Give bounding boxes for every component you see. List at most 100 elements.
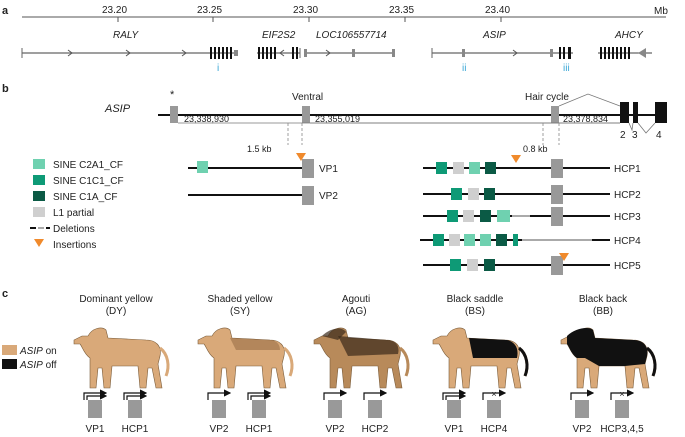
transcription-arrow: [323, 389, 348, 400]
haplotype-label: HCP1: [614, 164, 641, 175]
dog-illustration: [432, 327, 529, 389]
exon-4: [655, 102, 667, 123]
legend-swatch-c2a1: [33, 159, 45, 169]
promoter-schematic: HCP2: [362, 389, 389, 435]
promoter-schematic: VP1: [442, 389, 467, 435]
legend-label: SINE C2A1_CF: [53, 160, 123, 171]
asip-off-label: ASIP off: [19, 360, 57, 371]
gene-label-ahcy: AHCY: [614, 30, 644, 41]
asip-off-swatch: [2, 359, 17, 369]
off-cross-icon: ×: [491, 389, 496, 399]
panel-b: b ASIP * Ventral Hair cycle 23,338,930 2…: [2, 83, 667, 275]
legend-label: L1 partial: [53, 208, 94, 219]
tick-label: 23.30: [293, 5, 318, 16]
phenotype-name: Dominant yellow: [79, 294, 153, 305]
panel-b-legend: SINE C2A1_CF SINE C1C1_CF SINE C1A_CF L1…: [30, 159, 124, 251]
legend-swatch-c1c1: [33, 175, 45, 185]
exon-3: [633, 102, 638, 123]
dog-tail: [159, 346, 170, 377]
legend-gene: ASIP: [19, 360, 43, 371]
splice-connectors: [178, 93, 656, 134]
black-tail: [646, 346, 657, 377]
phenotype-code: (SY): [230, 306, 250, 317]
transcription-arrow: [363, 389, 388, 400]
legend-gene: ASIP: [19, 346, 43, 357]
agouti-head: [322, 328, 346, 340]
distance-vp: 1.5 kb: [247, 144, 272, 154]
tick-label: 23.40: [485, 5, 510, 16]
promoter-box: [128, 400, 142, 418]
exon-label-3: 3: [632, 130, 638, 141]
dog-tail: [399, 346, 410, 377]
promoter-schematic: ×HCP3,4,5: [600, 389, 644, 435]
panel-a-label: a: [2, 5, 9, 17]
phenotype-name: Black back: [579, 294, 628, 305]
legend-swatch-l1: [33, 207, 45, 217]
haplotype-label: HCP2: [362, 424, 389, 435]
promoter-box: [447, 400, 461, 418]
asip-gene-label: ASIP: [104, 103, 131, 115]
promoter-box: [368, 400, 382, 418]
hair-cycle-label: Hair cycle: [525, 92, 569, 103]
promoter-schematic: VP2: [323, 389, 348, 435]
gene-asip: [431, 47, 573, 59]
phenotype-name: Shaded yellow: [207, 294, 273, 305]
gene-label-loc: LOC106557714: [316, 30, 387, 41]
panel-c-label: c: [2, 288, 8, 300]
vp2-haplotype: VP2: [188, 186, 338, 205]
haplotype-label: VP1: [445, 424, 464, 435]
panel-a: a Mb 23.20 23.25 23.30 23.35 23.40 RALY …: [2, 5, 668, 74]
dog-illustration: [73, 327, 170, 389]
transcription-arrow: [250, 392, 272, 400]
vp1-haplotype: VP1: [188, 153, 338, 178]
hcp1-haplotype: HCP1: [423, 155, 641, 178]
hcp5-haplotype: HCP5: [423, 253, 641, 275]
black-tail: [518, 346, 529, 377]
transcription-arrow: [126, 392, 148, 400]
gene-loc106557714: [304, 49, 395, 57]
marker-iii: iii: [563, 63, 570, 74]
zoom-lines: [287, 123, 560, 145]
haplotype-label: VP2: [319, 191, 338, 202]
asip-on-label: ASIP on: [19, 346, 57, 357]
phenotype-column: Black back(BB) VP2×HCP3,4,5: [560, 294, 657, 435]
gene-label-asip: ASIP: [482, 30, 506, 41]
promoter-schematic: VP2: [570, 389, 595, 435]
promoter-schematic: HCP1: [122, 389, 149, 435]
legend-swatch-c1a: [33, 191, 45, 201]
legend-label: Deletions: [53, 224, 95, 235]
panel-b-label: b: [2, 83, 9, 95]
transcription-arrow: [247, 389, 272, 400]
haplotype-label: HCP1: [122, 424, 149, 435]
transcription-arrow: [207, 389, 232, 400]
haplotype-label: HCP2: [614, 190, 641, 201]
promoter-box: [615, 400, 629, 418]
haplotype-label: VP2: [326, 424, 345, 435]
promoter-box: [328, 400, 342, 418]
legend-label: SINE C1A_CF: [53, 192, 117, 203]
black-saddle: [469, 338, 518, 358]
phenotype-code: (BS): [465, 306, 485, 317]
legend-state: on: [43, 346, 57, 357]
transcription-arrow: [86, 392, 108, 400]
phenotype-code: (BB): [593, 306, 613, 317]
promoter-schematic: HCP1: [246, 389, 273, 435]
dog-illustration: [197, 327, 294, 389]
agouti-banding: [338, 336, 399, 356]
promoter-box: [212, 400, 226, 418]
haplotype-label: HCP5: [614, 261, 641, 272]
dog-illustration: [560, 327, 657, 389]
promoter-schematic: VP2: [207, 389, 232, 435]
transcription-arrow: [570, 389, 595, 400]
coord-2: 23,355,019: [315, 114, 360, 124]
tick-label: 23.25: [197, 5, 222, 16]
transcription-arrow: [482, 389, 507, 400]
dog-tail: [283, 346, 294, 377]
transcription-arrow: [445, 392, 467, 400]
phenotype-code: (AG): [345, 306, 366, 317]
gene-raly: [21, 47, 238, 59]
